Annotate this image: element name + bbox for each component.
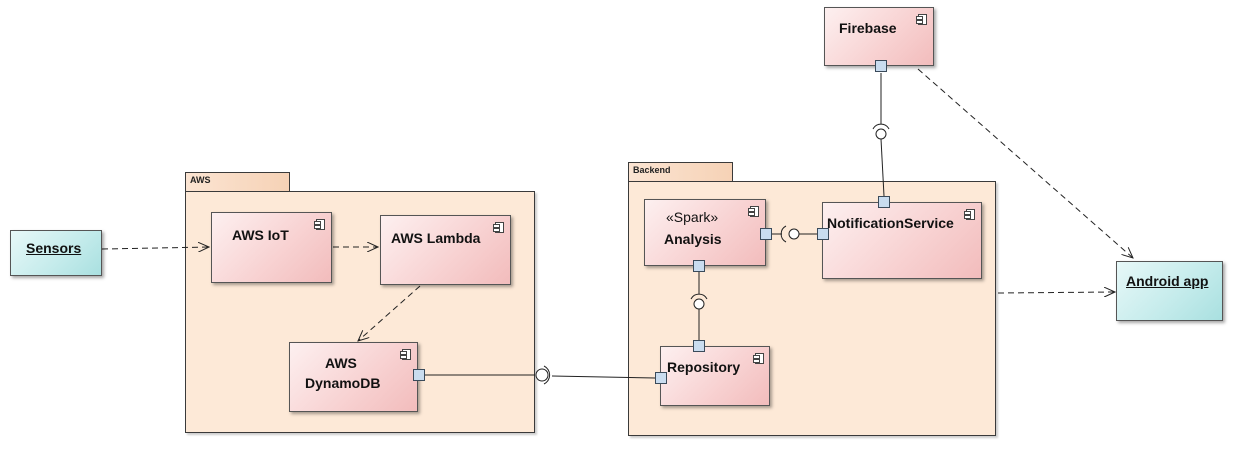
- analysis-bottom-port[interactable]: [693, 260, 705, 272]
- assembly-firebase-notification: [872, 73, 890, 197]
- dependency-lambda-to-dynamodb: [358, 285, 421, 341]
- firebase-port[interactable]: [875, 60, 887, 72]
- analysis-right-port[interactable]: [760, 228, 772, 240]
- repository-label: Repository: [667, 359, 741, 375]
- aws-dynamodb-component[interactable]: AWS DynamoDB: [289, 342, 418, 412]
- component-icon: [493, 222, 504, 233]
- aws-lambda-component[interactable]: AWS Lambda: [380, 215, 511, 285]
- dynamodb-port[interactable]: [413, 369, 425, 381]
- analysis-component[interactable]: «Spark» Analysis: [644, 199, 766, 266]
- firebase-label: Firebase: [839, 20, 897, 36]
- firebase-component[interactable]: Firebase: [824, 7, 934, 66]
- notification-service-component[interactable]: NotificationService: [822, 202, 982, 279]
- android-app-label: Android app: [1126, 273, 1209, 289]
- aws-lambda-label: AWS Lambda: [391, 230, 481, 246]
- analysis-stereotype: «Spark»: [666, 209, 719, 225]
- aws-dynamodb-label-line1: AWS: [325, 355, 357, 371]
- repository-left-port[interactable]: [655, 372, 667, 384]
- aws-package-name: AWS: [190, 175, 211, 185]
- sensors-node[interactable]: Sensors: [10, 230, 102, 276]
- aws-dynamodb-label-line2: DynamoDB: [305, 375, 381, 391]
- backend-package-name: Backend: [633, 165, 671, 175]
- repository-component[interactable]: Repository: [660, 346, 770, 406]
- android-app-node[interactable]: Android app: [1116, 261, 1223, 321]
- dependency-firebase-to-android: [917, 68, 1133, 258]
- aws-iot-component[interactable]: AWS IoT: [211, 212, 332, 283]
- component-icon: [964, 209, 975, 220]
- repository-top-port[interactable]: [693, 340, 705, 352]
- assembly-analysis-notification: [772, 225, 817, 243]
- dependency-backend-to-android: [997, 292, 1115, 293]
- component-icon: [314, 219, 325, 230]
- notification-service-label: NotificationService: [827, 215, 954, 231]
- sensors-label: Sensors: [26, 240, 82, 256]
- component-icon: [916, 14, 927, 25]
- notification-top-port[interactable]: [878, 196, 890, 208]
- assembly-dynamodb-repository: [425, 365, 656, 385]
- component-icon: [400, 349, 411, 360]
- dependency-sensors-to-aws-iot: [101, 247, 209, 249]
- aws-iot-label: AWS IoT: [232, 227, 289, 243]
- component-icon: [753, 353, 764, 364]
- analysis-label: Analysis: [664, 231, 722, 247]
- notification-left-port[interactable]: [817, 228, 829, 240]
- assembly-analysis-repository: [690, 272, 708, 340]
- component-icon: [748, 206, 759, 217]
